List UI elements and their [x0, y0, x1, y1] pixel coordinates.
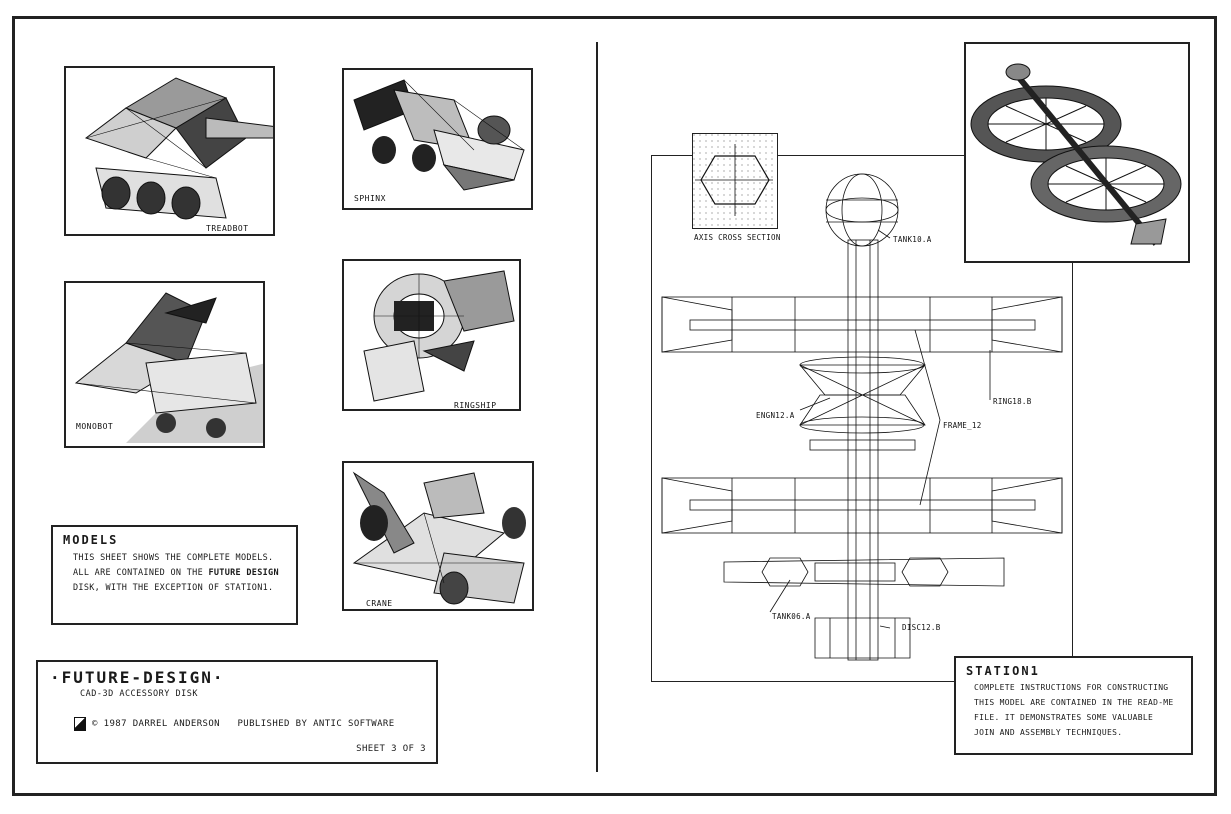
title-block: ·FUTURE-DESIGN· CAD-3D ACCESSORY DISK © …	[36, 660, 438, 764]
label-disc12: DISC12.B	[902, 623, 941, 632]
label-tank10: TANK10.A	[893, 235, 932, 244]
station1-render-illustration	[970, 63, 1182, 246]
copyright-line: © 1987 DARREL ANDERSON PUBLISHED BY ANTI…	[92, 719, 395, 729]
ringship-illustration	[363, 270, 515, 402]
future-design-logo: ·FUTURE-DESIGN·	[50, 668, 225, 687]
label-frame12: FRAME_12	[943, 421, 982, 430]
models-info-box: MODELS THIS SHEET SHOWS THE COMPLETE MOD…	[51, 525, 298, 625]
models-box-line2: ALL ARE CONTAINED ON THE FUTURE DESIGN	[73, 568, 279, 578]
label-tank06: TANK06.A	[772, 612, 811, 621]
title-block-subtitle: CAD-3D ACCESSORY DISK	[80, 689, 198, 699]
sheet-number: SHEET 3 OF 3	[356, 744, 426, 754]
station1-info-box: STATION1 COMPLETE INSTRUCTIONS FOR CONST…	[954, 656, 1193, 755]
model-frame-sphinx: SPHINX	[342, 68, 533, 210]
page-divider	[596, 42, 598, 772]
models-box-title: MODELS	[63, 533, 119, 547]
models-box-line3: DISK, WITH THE EXCEPTION OF STATION1.	[73, 583, 274, 593]
station1-box-title: STATION1	[966, 664, 1040, 678]
caption-ringship: RINGSHIP	[454, 401, 497, 410]
axis-cross-section-box	[692, 133, 778, 229]
station1-box-line3: FILE. IT DEMONSTRATES SOME VALUABLE	[974, 713, 1154, 722]
label-ring18: RING18.B	[993, 397, 1032, 406]
caption-treadbot: TREADBOT	[206, 224, 249, 233]
axis-cross-section-diagram	[693, 134, 776, 227]
crane-illustration	[352, 471, 526, 605]
treadbot-illustration	[84, 77, 273, 220]
label-engn12: ENGN12.A	[756, 411, 795, 420]
station1-render	[964, 42, 1190, 263]
caption-sphinx: SPHINX	[354, 194, 386, 203]
models-box-line1: THIS SHEET SHOWS THE COMPLETE MODELS.	[73, 553, 274, 563]
station1-box-line1: COMPLETE INSTRUCTIONS FOR CONSTRUCTING	[974, 683, 1169, 692]
axis-cross-section-label: AXIS CROSS SECTION	[694, 233, 781, 242]
caption-crane: CRANE	[366, 599, 393, 608]
sphinx-illustration	[353, 79, 525, 191]
model-frame-treadbot: TREADBOT	[64, 66, 275, 236]
publisher-logo-icon	[74, 717, 86, 731]
model-frame-monobot: MONOBOT	[64, 281, 265, 448]
station1-box-line4: JOIN AND ASSEMBLY TECHNIQUES.	[974, 728, 1123, 737]
model-frame-ringship: RINGSHIP	[342, 259, 521, 411]
model-frame-crane: CRANE	[342, 461, 534, 611]
station1-box-line2: THIS MODEL ARE CONTAINED IN THE READ-ME	[974, 698, 1174, 707]
monobot-illustration	[74, 292, 263, 443]
caption-monobot: MONOBOT	[76, 422, 114, 431]
